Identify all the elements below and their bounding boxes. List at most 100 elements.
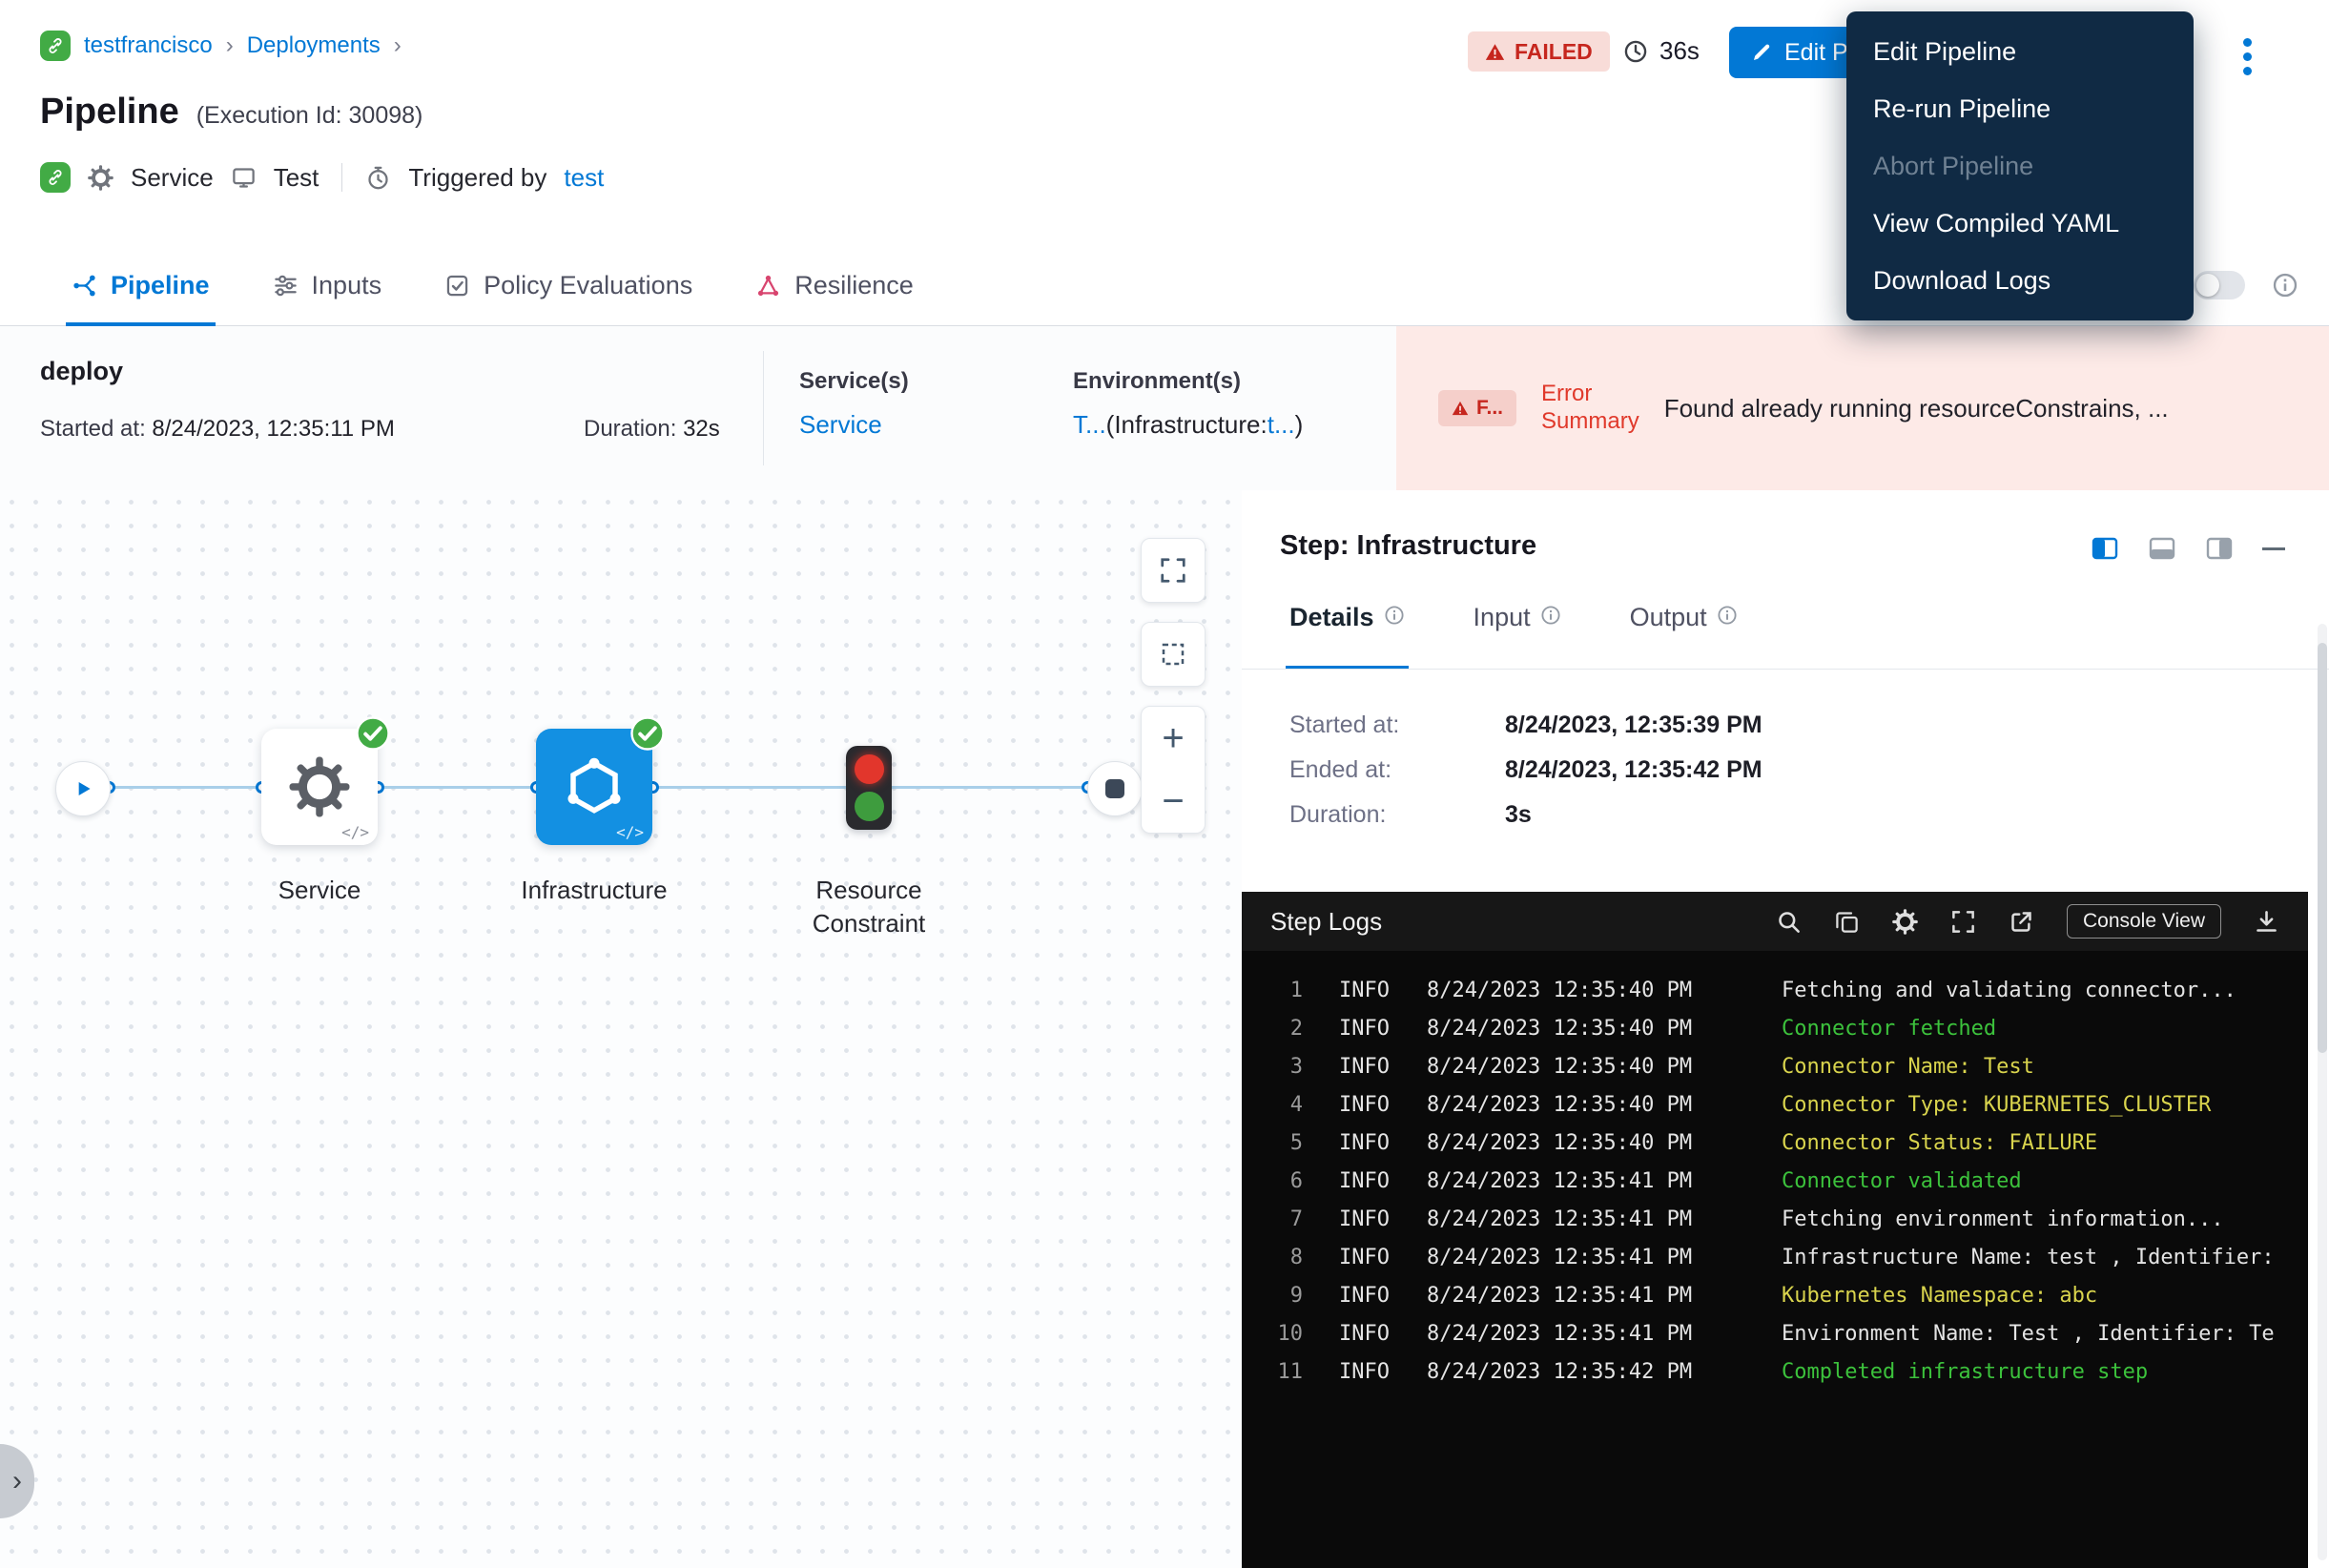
error-summary-label: Error Summary — [1541, 381, 1639, 436]
triggered-by-user-link[interactable]: test — [564, 163, 604, 193]
status-badge: FAILED — [1468, 31, 1610, 72]
stage-name: deploy — [40, 357, 123, 386]
tab-inputs-label: Inputs — [312, 271, 382, 300]
detail-ended-label: Ended at: — [1289, 756, 1505, 784]
menu-item-download-logs[interactable]: Download Logs — [1846, 252, 2194, 309]
services-label: Service(s) — [799, 368, 909, 395]
breadcrumb-separator: › — [394, 32, 402, 59]
layout-split-right-icon[interactable] — [2205, 534, 2234, 563]
panel-layout-controls — [2091, 534, 2285, 563]
external-link-icon[interactable] — [2009, 909, 2034, 935]
tab-pipeline[interactable]: Pipeline — [72, 245, 210, 325]
fullscreen-canvas-button[interactable] — [1141, 538, 1206, 603]
view-toggle[interactable] — [2194, 271, 2245, 299]
menu-item-abort-pipeline[interactable]: Abort Pipeline — [1846, 137, 2194, 195]
expand-left-panel-handle[interactable]: › — [0, 1444, 34, 1518]
services-column: Service(s) Service — [799, 368, 909, 440]
step-panel-title: Step: Infrastructure — [1280, 530, 1536, 562]
more-options-kebab-icon[interactable] — [2243, 32, 2252, 81]
zoom-controls: + − — [1141, 706, 1206, 834]
execution-id: (Execution Id: 30098) — [196, 102, 423, 130]
resource-constraint-step-node[interactable] — [846, 746, 892, 830]
cd-module-icon — [40, 162, 71, 193]
end-node[interactable] — [1087, 761, 1143, 816]
detail-started-label: Started at: — [1289, 712, 1505, 739]
tab-resilience-label: Resilience — [794, 271, 914, 300]
info-icon[interactable] — [1384, 605, 1405, 626]
stage-duration: Duration: 32s — [584, 416, 720, 443]
stage-duration-value: 32s — [683, 416, 720, 442]
zoom-in-button[interactable]: + — [1142, 707, 1205, 770]
divider — [1242, 669, 2329, 670]
trigger-stopwatch-icon — [365, 165, 391, 191]
tabbar-right-controls — [2194, 245, 2298, 325]
triggered-by-label: Triggered by — [408, 163, 546, 193]
marquee-icon — [1159, 640, 1187, 669]
step-logs-header: Step Logs Console View — [1242, 892, 2308, 951]
stop-icon — [1105, 779, 1124, 798]
expand-icon — [1159, 556, 1187, 585]
infrastructure-step-node[interactable]: </> — [536, 729, 652, 845]
environment-infra-text: (Infrastructure: — [1106, 410, 1268, 439]
node-label-resource-constraint: Resource Constraint — [764, 874, 974, 940]
cd-module-icon — [40, 31, 71, 61]
code-marker: </> — [341, 823, 369, 841]
warning-icon — [1485, 42, 1505, 62]
infrastructure-link[interactable]: t... — [1268, 410, 1295, 439]
step-details-panel: Step: Infrastructure Details — [1242, 490, 2329, 1568]
play-icon — [71, 776, 95, 801]
copy-icon[interactable] — [1834, 909, 1860, 935]
tab-input[interactable]: Input — [1474, 597, 1561, 670]
service-step-node[interactable]: </> — [261, 729, 378, 845]
detail-started-value: 8/24/2023, 12:35:39 PM — [1505, 712, 1762, 739]
console-view-button[interactable]: Console View — [2067, 904, 2221, 939]
download-icon[interactable] — [2254, 909, 2279, 935]
menu-item-edit-pipeline[interactable]: Edit Pipeline — [1846, 23, 2194, 80]
pipeline-graph-canvas[interactable]: </> </> Service Infrastructure Resource … — [0, 490, 1243, 1568]
gear-icon — [289, 756, 350, 817]
environment-link[interactable]: T... — [1073, 410, 1106, 439]
tab-resilience[interactable]: Resilience — [755, 245, 914, 325]
resilience-icon — [755, 273, 781, 299]
log-line: 1INFO8/24/2023 12:35:40 PMFetching and v… — [1242, 972, 2308, 1010]
step-detail-tabs: Details Input Output — [1289, 597, 1738, 670]
log-line: 9INFO8/24/2023 12:35:41 PMKubernetes Nam… — [1242, 1277, 2308, 1315]
stage-summary-bar: deploy Started at: 8/24/2023, 12:35:11 P… — [0, 326, 2329, 491]
detail-duration-value: 3s — [1505, 801, 1762, 829]
log-line: 11INFO8/24/2023 12:35:42 PMCompleted inf… — [1242, 1353, 2308, 1392]
menu-item-rerun-pipeline[interactable]: Re-run Pipeline — [1846, 80, 2194, 137]
zoom-out-button[interactable]: − — [1142, 770, 1205, 833]
start-node[interactable] — [55, 761, 111, 816]
tab-output[interactable]: Output — [1630, 597, 1738, 670]
environments-column: Environment(s) T...(Infrastructure:t...) — [1073, 368, 1303, 440]
elapsed-time: 36s — [1623, 36, 1700, 66]
layout-split-left-icon[interactable] — [2091, 534, 2119, 563]
tab-policy-evaluations[interactable]: Policy Evaluations — [444, 245, 692, 325]
breadcrumb-deployments-link[interactable]: Deployments — [247, 32, 381, 59]
gear-icon[interactable] — [1892, 909, 1918, 935]
fullscreen-icon[interactable] — [1950, 909, 1976, 935]
breadcrumb-project-link[interactable]: testfrancisco — [84, 32, 213, 59]
scrollbar-thumb[interactable] — [2318, 643, 2327, 1053]
error-summary-text: Found already running resourceConstrains… — [1664, 394, 2169, 423]
tab-details[interactable]: Details — [1289, 597, 1405, 670]
minimize-panel-icon[interactable] — [2262, 547, 2285, 550]
tab-pipeline-label: Pipeline — [111, 271, 210, 300]
service-meta-label: Service — [131, 163, 214, 193]
service-link[interactable]: Service — [799, 410, 882, 439]
inputs-icon — [273, 273, 299, 299]
green-light — [855, 792, 884, 821]
divider — [341, 163, 342, 192]
tab-inputs[interactable]: Inputs — [273, 245, 382, 325]
info-icon[interactable] — [2272, 272, 2298, 299]
environment-close-paren: ) — [1295, 410, 1304, 439]
info-icon[interactable] — [1717, 605, 1738, 626]
menu-item-view-compiled-yaml[interactable]: View Compiled YAML — [1846, 195, 2194, 252]
search-icon[interactable] — [1776, 909, 1802, 935]
marquee-select-button[interactable] — [1141, 622, 1206, 687]
layout-bottom-icon[interactable] — [2148, 534, 2176, 563]
log-line: 7INFO8/24/2023 12:35:41 PMFetching envir… — [1242, 1201, 2308, 1239]
main-content: </> </> Service Infrastructure Resource … — [0, 490, 2329, 1568]
info-icon[interactable] — [1540, 605, 1561, 626]
